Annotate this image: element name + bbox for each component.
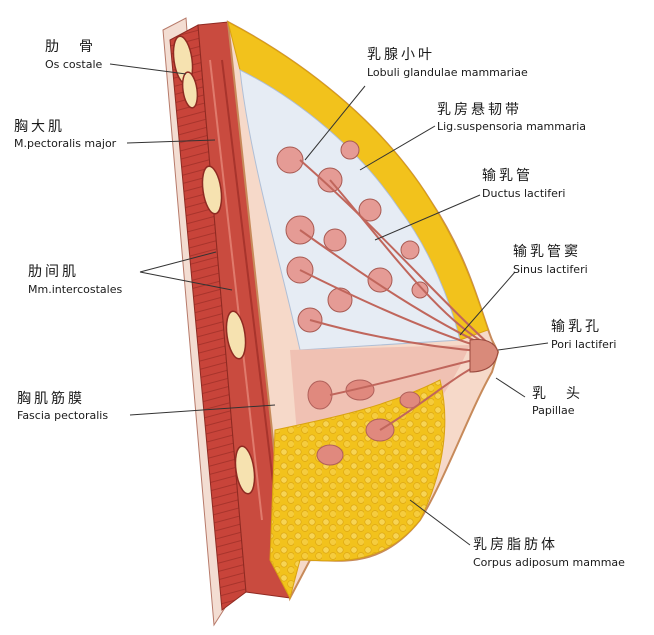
label-lobuli-zh: 乳腺小叶 xyxy=(367,47,435,63)
label-os-costale-en: Os costale xyxy=(45,58,103,71)
label-ligaments-en: Lig.suspensoria mammaria xyxy=(437,120,587,133)
label-lobuli-en: Lobuli glandulae mammariae xyxy=(367,66,528,79)
label-pori-en: Pori lactiferi xyxy=(551,338,617,351)
label-sinus-en: Sinus lactiferi xyxy=(513,263,588,276)
label-papilla-zh: 乳 头 xyxy=(532,386,583,402)
label-corpus-zh: 乳房脂肪体 xyxy=(473,537,558,553)
label-pectoralis-en: M.pectoralis major xyxy=(14,137,117,150)
label-ductus-en: Ductus lactiferi xyxy=(482,187,566,200)
label-corpus-en: Corpus adiposum mammae xyxy=(473,556,625,569)
leader-lines xyxy=(109,63,549,546)
label-fascia-en: Fascia pectoralis xyxy=(17,409,109,422)
nipple xyxy=(469,339,499,373)
lower-fat xyxy=(269,379,446,600)
label-os-costale-zh: 肋 骨 xyxy=(45,39,96,55)
label-ligaments-zh: 乳房悬韧带 xyxy=(437,102,522,118)
label-papilla-en: Papillae xyxy=(532,404,575,417)
label-sinus-zh: 输乳管窦 xyxy=(513,244,581,260)
label-pori-zh: 输乳孔 xyxy=(551,319,602,335)
label-intercostales-en: Mm.intercostales xyxy=(28,283,123,296)
label-pectoralis-zh: 胸大肌 xyxy=(14,119,65,135)
label-intercostales-zh: 肋间肌 xyxy=(28,264,79,280)
label-fascia-zh: 胸肌筋膜 xyxy=(17,391,85,407)
label-ductus-zh: 输乳管 xyxy=(482,168,533,184)
rib-sections xyxy=(172,35,256,495)
